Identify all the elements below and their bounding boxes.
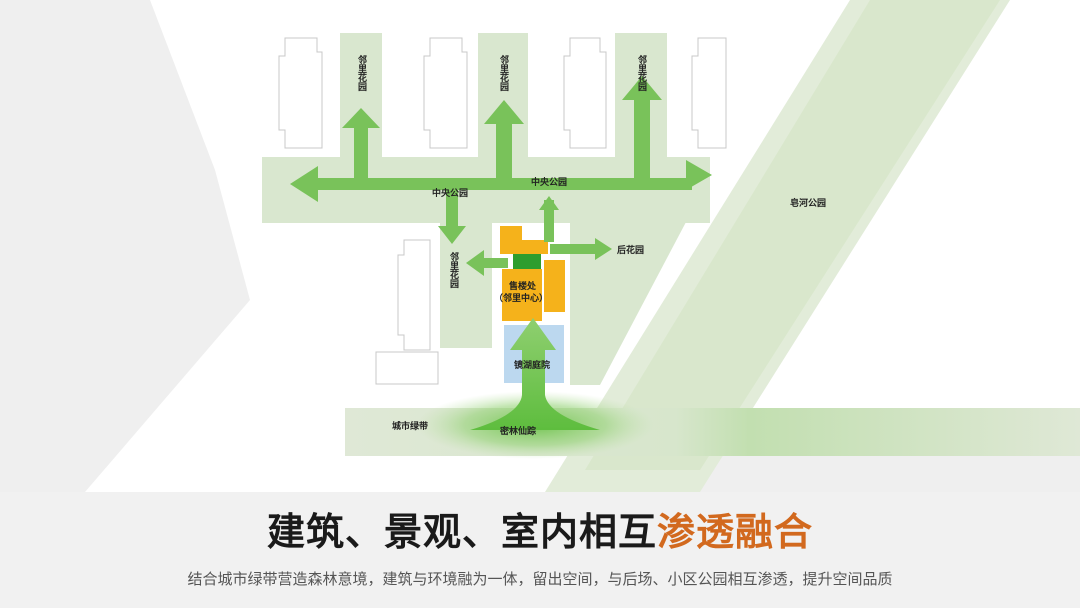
arrow-head-east [686, 160, 712, 190]
label-fuhe-park: 皂河公园 [790, 197, 826, 209]
arrow-head-north-1 [342, 108, 380, 128]
label-sales-office-2: （邻里中心） [494, 292, 548, 304]
footer-panel [0, 492, 1080, 608]
arrow-head-west [290, 166, 318, 202]
label-linli-garden-1: 邻里花园 [356, 54, 367, 92]
label-mirror-lake: 镜湖庭院 [514, 359, 550, 371]
label-linli-garden-4: 邻里花园 [448, 251, 459, 289]
east-white-area [740, 0, 1080, 410]
sales-building-d [544, 260, 565, 312]
arrow-head-east-2 [595, 238, 612, 260]
circulation-arrows [290, 76, 712, 276]
label-city-greenbelt: 城市绿带 [392, 420, 428, 432]
sales-building-a [500, 226, 522, 254]
footer-title-highlight: 渗透融合 [657, 510, 814, 554]
label-forest-path: 密林仙踪 [499, 425, 536, 437]
arrow-head-south [438, 226, 466, 244]
sales-building-b [522, 240, 548, 254]
footer-subtitle: 结合城市绿带营造森林意境，建筑与环境融为一体，留出空间，与后场、小区公园相互渗透… [187, 570, 893, 588]
arrow-head-west-2 [466, 250, 484, 276]
label-central-park-2: 中央公园 [531, 176, 567, 188]
entrance-arrow [470, 318, 600, 430]
residential-buildings [278, 37, 727, 385]
arrow-head-north-3 [622, 76, 662, 100]
arrow-head-north-2 [484, 100, 524, 124]
building-3 [563, 37, 607, 149]
fuhe-park-band-inner [585, 0, 1000, 470]
label-central-park-1: 中央公园 [432, 187, 468, 199]
building-6 [375, 351, 439, 385]
label-linli-garden-3: 邻里花园 [636, 54, 647, 92]
sales-building-c [513, 254, 541, 269]
footer-title-main: 建筑、景观、室内相互 [266, 510, 657, 554]
building-5 [397, 239, 431, 351]
label-back-garden: 后花园 [617, 244, 644, 256]
sales-building-main [502, 269, 542, 321]
building-4 [691, 37, 727, 149]
footer-title: 建筑、景观、室内相互渗透融合 [0, 508, 1080, 556]
label-linli-garden-2: 邻里花园 [498, 54, 509, 92]
site-plan-diagram: 邻里花园 邻里花园 邻里花园 邻里花园 中央公园 中央公园 皂河公园 后花园 售… [0, 0, 1080, 492]
building-1 [278, 37, 323, 149]
arrow-head-north-4 [539, 196, 559, 210]
label-sales-office-1: 售楼处 [508, 280, 537, 292]
linli-garden-zone-4 [440, 223, 492, 348]
building-2 [423, 37, 468, 149]
